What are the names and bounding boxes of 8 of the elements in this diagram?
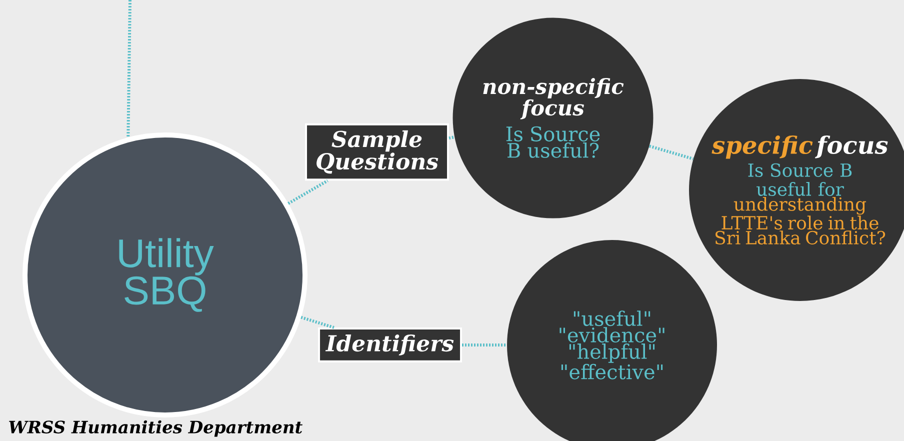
connector-line [126, 0, 132, 138]
connector-line [288, 179, 328, 205]
connector-line [649, 144, 694, 160]
connector-line [448, 136, 455, 140]
connector-line [300, 316, 334, 329]
label-box: Identifiers [318, 328, 462, 362]
label-box: Sample Questions [305, 123, 449, 181]
connector-line [462, 343, 507, 346]
